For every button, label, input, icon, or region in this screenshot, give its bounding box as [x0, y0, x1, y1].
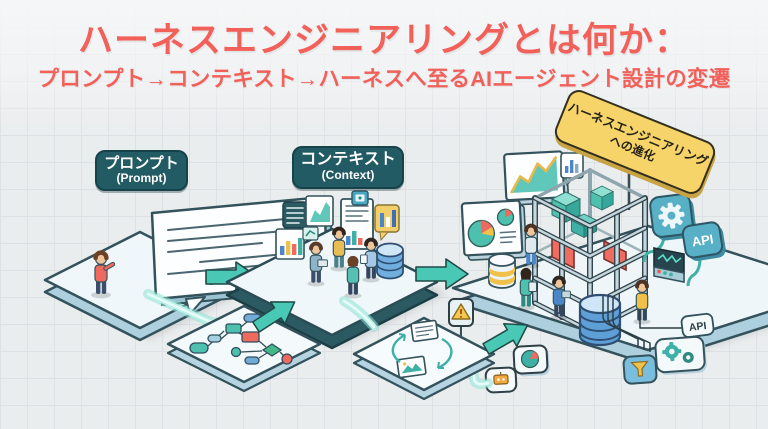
line-chart-card-icon	[305, 195, 334, 227]
context-stage-badge: コンテキスト (Context)	[292, 146, 404, 189]
context-person-tablet	[360, 237, 380, 283]
prompt-label-en: (Prompt)	[116, 171, 167, 186]
api-tile-white: API	[680, 312, 715, 338]
context-label-en: (Context)	[321, 168, 375, 183]
console-terminal	[653, 247, 685, 283]
page-title: ハーネスエンジニアリングとは何か：	[77, 21, 690, 60]
robot-tile	[484, 366, 518, 394]
gears-pair-icon	[662, 342, 694, 363]
harness-person-analyst	[517, 267, 537, 311]
pointing-arm	[103, 261, 116, 271]
arrow-cycle-to-harness	[482, 322, 529, 355]
harness-person-supervisor	[522, 223, 540, 269]
context-team	[307, 226, 380, 299]
context-database-icon	[376, 242, 404, 280]
api-chip-icon: API	[691, 231, 715, 249]
document-icon	[410, 319, 439, 343]
panel-icon	[561, 290, 571, 299]
mini-trend-tile-icon	[302, 226, 319, 241]
waveform-icon	[657, 253, 682, 264]
gears-pair-tile	[654, 335, 707, 375]
funnel-icon	[630, 360, 649, 377]
bar-chart-card-icon	[275, 228, 305, 260]
prompt-stage-badge: プロンプト (Prompt)	[95, 150, 188, 192]
tablet-icon	[528, 281, 537, 292]
arrow-context-to-harness	[415, 258, 469, 290]
yellow-striped-database-icon	[488, 253, 516, 289]
prompt-person	[91, 250, 116, 299]
page-subtitle: プロンプト→コンテキスト→ハーネスへ至るAIエージェント設計の変遷	[37, 67, 731, 91]
funnel-tile	[622, 354, 658, 385]
flowchart-board	[166, 304, 322, 393]
context-person-clipboard	[344, 255, 362, 299]
yellow-speech-bubble-icon	[374, 204, 400, 242]
context-cards	[275, 190, 404, 280]
context-person-laptop	[307, 241, 328, 287]
harness-database-icon	[578, 293, 622, 347]
warning-badge	[448, 298, 474, 336]
harness-pie-board	[460, 199, 528, 261]
arrow-flowchart-to-context	[251, 301, 296, 333]
laptop-icon	[317, 259, 328, 268]
gear-tile	[649, 193, 697, 241]
media-tile-icon	[351, 190, 369, 206]
cycle-board	[352, 316, 496, 401]
context-label-jp: コンテキスト	[300, 151, 396, 168]
harness-line-chart-board	[503, 150, 570, 206]
prompt-label-jp: プロンプト	[104, 155, 179, 172]
api-tile-teal: API	[681, 221, 726, 261]
pie-tile	[512, 344, 550, 377]
cycle-arrows-icon	[391, 333, 453, 370]
dark-speech-bubble-icon	[282, 201, 308, 236]
image-result-icon	[396, 355, 427, 379]
context-person-presenter	[330, 226, 348, 272]
harness-person-engineer	[550, 275, 571, 321]
teal-connectors	[642, 233, 702, 287]
tablet-icon	[360, 254, 368, 264]
api-chip-icon: API	[688, 320, 707, 334]
robot-icon	[493, 371, 509, 385]
trend-line-icon	[509, 155, 558, 194]
pipe-context-to-cycle	[339, 296, 379, 332]
gear-icon	[658, 202, 685, 229]
